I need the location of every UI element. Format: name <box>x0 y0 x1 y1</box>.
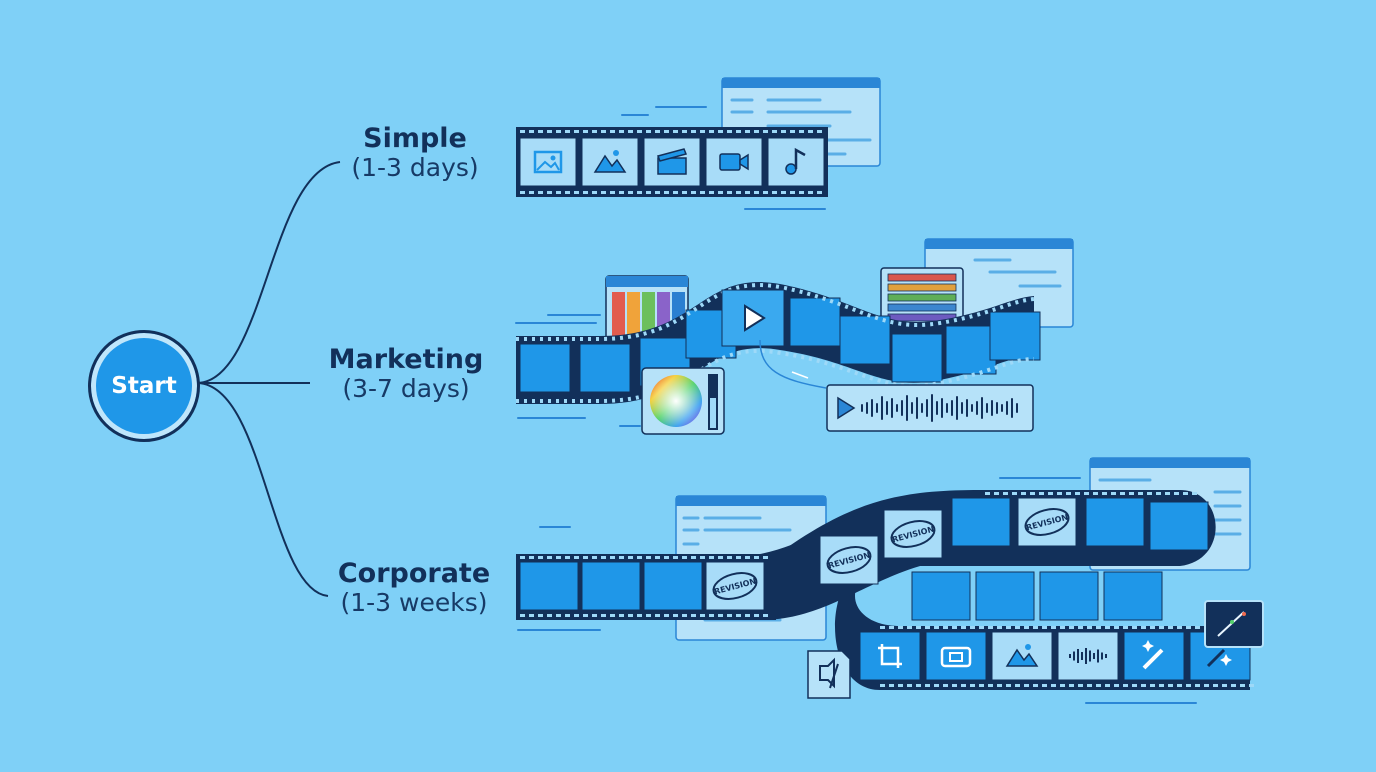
film-frame <box>975 571 1035 621</box>
audio-play-icon <box>837 396 856 420</box>
clapperboard-icon <box>643 137 701 187</box>
revision-frame: REVISION <box>705 561 765 611</box>
film-frame <box>1039 571 1099 621</box>
branch-label-marketing: Marketing (3-7 days) <box>316 344 496 404</box>
camera-switch-icon <box>925 631 987 681</box>
branch-name: Marketing <box>328 344 484 375</box>
audio-waveform-panel <box>826 384 1034 432</box>
play-frame <box>721 289 785 347</box>
branch-name: Simple <box>363 123 467 154</box>
film-frame <box>951 497 1011 547</box>
branch-name: Corporate <box>337 558 491 589</box>
film-frame <box>519 561 579 611</box>
image-icon <box>519 137 577 187</box>
branch-label-simple: Simple (1-3 days) <box>330 123 500 183</box>
magic-wand-icon <box>1123 631 1185 681</box>
connector-lines <box>197 161 341 597</box>
film-frame <box>643 561 703 611</box>
video-camera-icon <box>705 137 763 187</box>
film-frame <box>911 571 971 621</box>
color-wheel-panel <box>641 367 725 435</box>
branch-duration: (1-3 weeks) <box>340 588 488 618</box>
revision-frame: REVISION <box>819 535 879 585</box>
marketing-link-arrow <box>759 339 827 389</box>
waveform-icon <box>1057 631 1119 681</box>
film-frame <box>1149 501 1209 551</box>
branch-duration: (3-7 days) <box>342 374 470 404</box>
landscape-icon <box>581 137 639 187</box>
film-frame <box>1085 497 1145 547</box>
music-note-icon <box>767 137 825 187</box>
connector-simple <box>197 161 341 384</box>
start-label: Start <box>111 373 177 399</box>
film-frame <box>1103 571 1163 621</box>
landscape-icon <box>991 631 1053 681</box>
revision-frame: REVISION <box>1017 497 1077 547</box>
branch-label-corporate: Corporate (1-3 weeks) <box>322 558 506 618</box>
film-frame <box>581 561 641 611</box>
decor-dashes <box>515 106 1197 704</box>
crop-icon <box>859 631 921 681</box>
play-icon <box>744 304 766 332</box>
connector-corporate <box>197 382 329 597</box>
simple-film-strip <box>516 127 828 197</box>
revision-frame: REVISION <box>883 509 943 559</box>
effects-monitor <box>1204 600 1264 648</box>
voiceover-doc <box>807 650 851 699</box>
start-node: Start <box>88 330 200 442</box>
branch-duration: (1-3 days) <box>351 153 479 183</box>
